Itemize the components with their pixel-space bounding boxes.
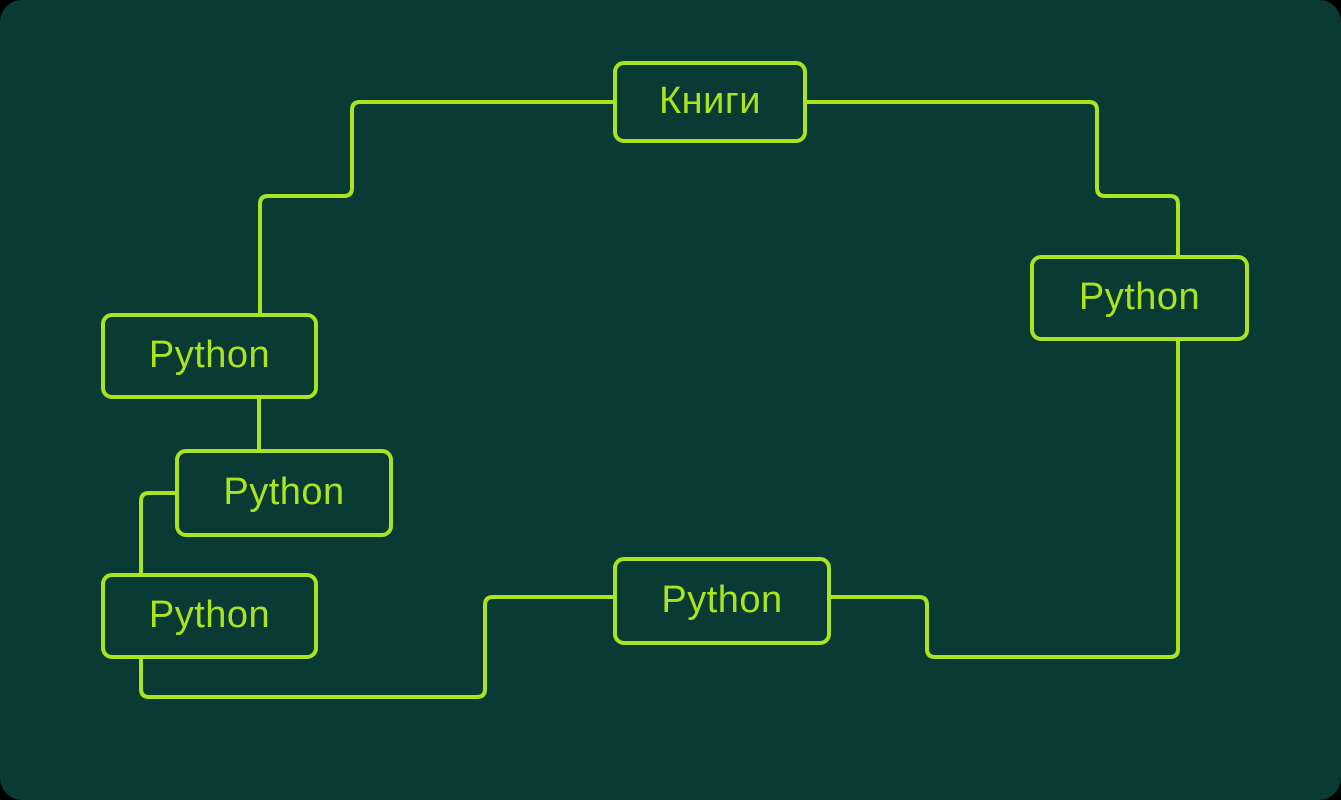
node-right-label: Python — [1078, 276, 1201, 318]
node-left[interactable]: Python — [101, 313, 318, 399]
edge-bottomcenter-to-right — [829, 339, 1180, 659]
edge-right-to-root — [805, 100, 1180, 257]
node-bottom-center-label: Python — [661, 579, 783, 621]
node-mid-left[interactable]: Python — [175, 449, 393, 537]
edge-root-to-left — [258, 100, 615, 315]
node-mid-left-label: Python — [223, 471, 345, 513]
node-root-label: Книги — [659, 80, 761, 122]
edge-bottomleft-to-bottomcenter — [139, 595, 615, 699]
edge-midleft-to-bottomleft — [139, 491, 177, 575]
node-right[interactable]: Python — [1030, 255, 1249, 341]
node-root[interactable]: Книги — [613, 61, 807, 143]
node-left-label: Python — [148, 334, 271, 376]
node-bottom-left-label: Python — [148, 594, 271, 636]
node-bottom-left[interactable]: Python — [101, 573, 318, 659]
node-bottom-center[interactable]: Python — [613, 557, 831, 645]
